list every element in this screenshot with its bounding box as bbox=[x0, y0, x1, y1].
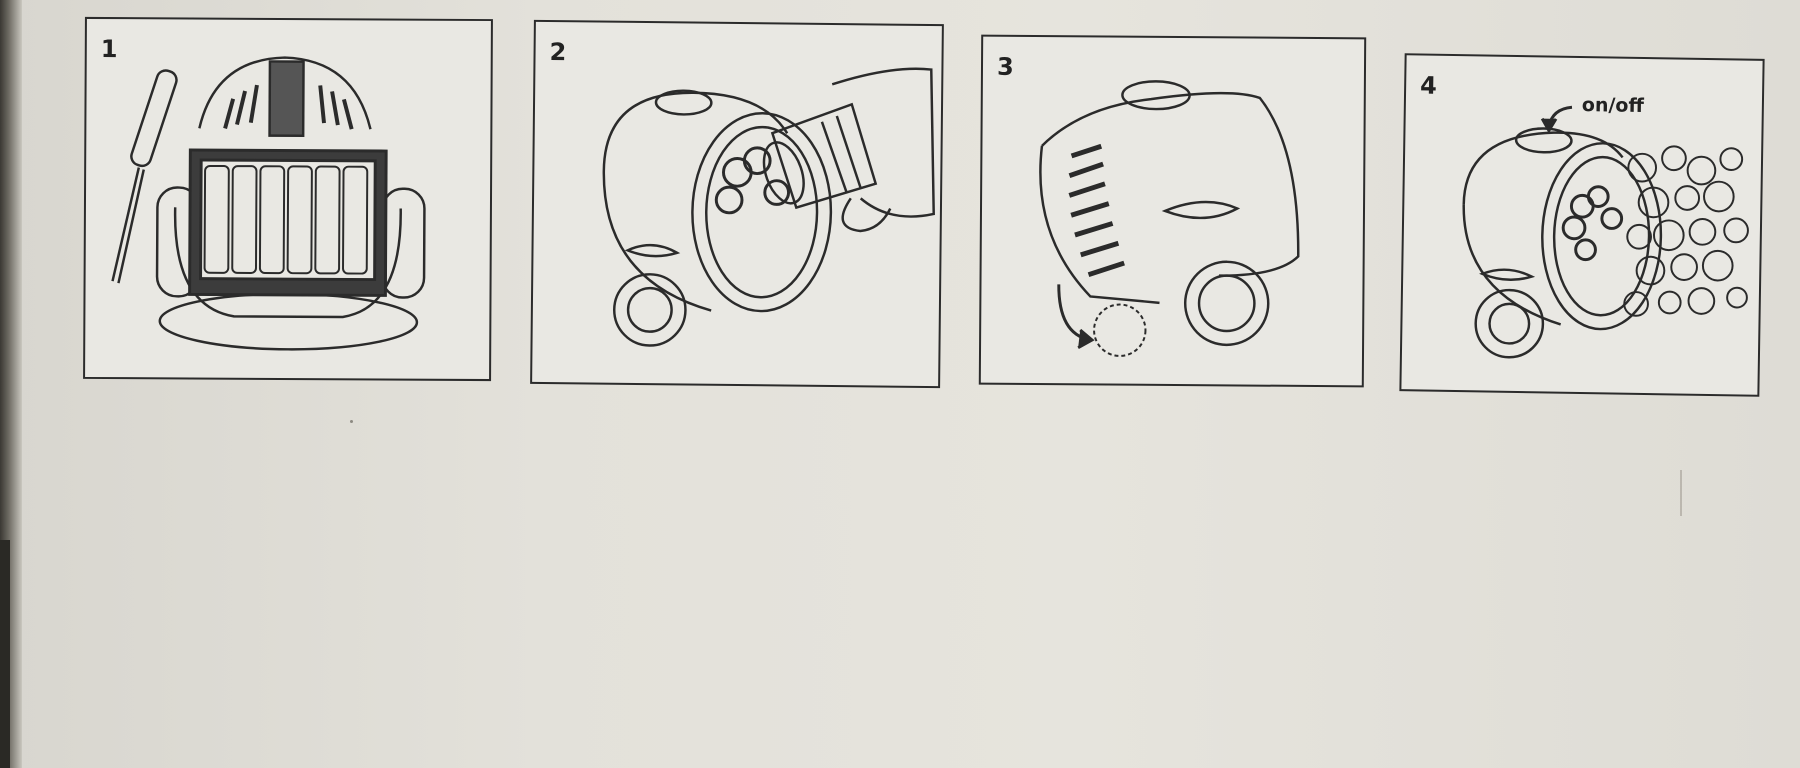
bubble-solution-bottle-icon bbox=[762, 102, 878, 210]
fill-solution-illustration bbox=[602, 67, 935, 347]
bubble-machine-icon bbox=[1039, 80, 1300, 347]
bubble-machine-icon bbox=[155, 56, 426, 351]
surface-mark bbox=[350, 420, 353, 423]
bubble-wand-icon bbox=[1093, 303, 1147, 357]
bubble-machine-icon bbox=[602, 89, 833, 347]
bubble-machine-icon bbox=[1462, 127, 1663, 359]
battery-compartment-illustration bbox=[111, 56, 426, 351]
blowing-bubbles-illustration bbox=[1462, 105, 1749, 359]
box-edge-dark bbox=[0, 540, 10, 768]
vent-slots bbox=[223, 84, 354, 130]
bubbles-icon bbox=[1623, 145, 1749, 317]
hand-icon bbox=[831, 67, 935, 233]
curved-arrow-icon bbox=[1057, 284, 1095, 350]
vent-slots bbox=[1068, 143, 1125, 278]
bubble-wand-icon bbox=[714, 146, 791, 215]
curved-arrow-icon bbox=[1540, 105, 1573, 134]
step-3-panel: 3 bbox=[978, 34, 1367, 388]
battery-icon bbox=[203, 164, 369, 275]
step-2-panel: 2 bbox=[530, 19, 944, 389]
screwdriver-icon bbox=[111, 69, 178, 284]
step-1-panel: 1 bbox=[83, 16, 493, 382]
step-4-panel: 4 on/off bbox=[1399, 53, 1765, 397]
bubble-wand-icon bbox=[1561, 185, 1624, 262]
tilt-machine-illustration bbox=[1039, 80, 1300, 357]
surface-scuff bbox=[1680, 470, 1682, 516]
